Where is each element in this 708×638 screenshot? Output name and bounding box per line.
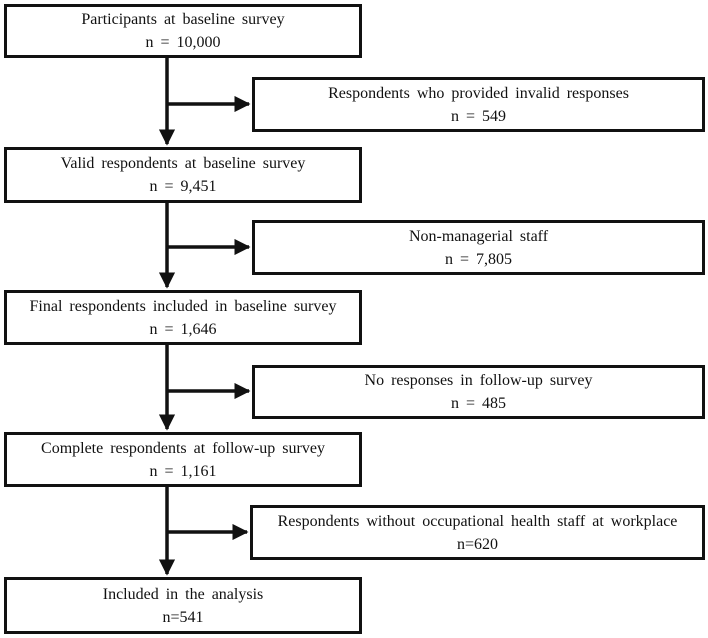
flow-box-participants-baseline: Participants at baseline survey n = 10,0… xyxy=(4,4,362,58)
box-label: Non-managerial staff xyxy=(408,227,549,245)
box-label: Valid respondents at baseline survey xyxy=(60,155,306,172)
box-label: Participants at baseline survey xyxy=(81,11,285,28)
box-count: n = 7,805 xyxy=(444,250,513,268)
box-count: n = 1,646 xyxy=(149,320,217,338)
flow-box-complete-respondents: Complete respondents at follow-up survey… xyxy=(4,432,362,487)
flow-box-excluded-no-followup: No responses in follow-up survey n = 485 xyxy=(252,365,705,419)
box-label: Included in the analysis xyxy=(102,585,264,603)
box-count: n = 9,451 xyxy=(149,178,217,195)
box-label: Complete respondents at follow-up survey xyxy=(41,439,325,457)
box-label: Final respondents included in baseline s… xyxy=(29,297,337,315)
box-label: No responses in follow-up survey xyxy=(364,372,593,389)
flow-box-final-respondents: Final respondents included in baseline s… xyxy=(4,290,362,345)
box-count: n = 1,161 xyxy=(149,462,217,480)
flow-box-included-analysis: Included in the analysis n=541 xyxy=(4,577,362,634)
flow-box-excluded-no-occupational-health-staff: Respondents without occupational health … xyxy=(250,505,705,560)
box-count: n = 485 xyxy=(450,395,507,412)
flow-box-excluded-invalid-responses: Respondents who provided invalid respons… xyxy=(252,77,705,132)
flow-box-valid-respondents: Valid respondents at baseline survey n =… xyxy=(4,147,362,203)
box-count: n = 549 xyxy=(450,107,507,125)
box-count: n = 10,000 xyxy=(145,34,221,51)
box-label: Respondents without occupational health … xyxy=(277,512,678,530)
box-count: n=541 xyxy=(162,608,204,626)
box-label: Respondents who provided invalid respons… xyxy=(328,84,629,102)
box-count: n=620 xyxy=(456,535,499,553)
flow-box-excluded-non-managerial: Non-managerial staff n = 7,805 xyxy=(252,220,705,275)
